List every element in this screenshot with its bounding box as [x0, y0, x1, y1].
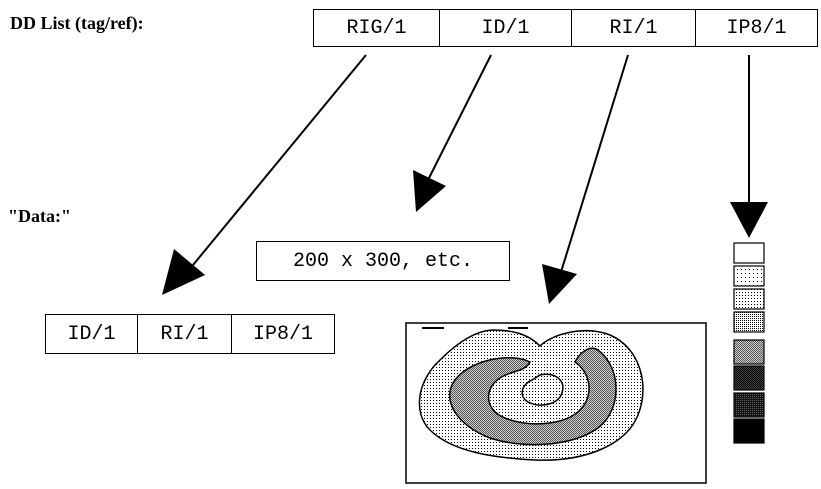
rig-entry-ip8: IP8/1 — [252, 322, 313, 346]
image-dimensions-text: 200 x 300, etc. — [292, 249, 474, 273]
dd-list-table: RIG/1 ID/1 RI/1 IP8/1 — [313, 9, 818, 47]
dd-entry-ri: RI/1 — [572, 10, 696, 46]
arrow-id — [413, 54, 492, 212]
raster-dark-ring — [449, 347, 617, 446]
data-heading: "Data:" — [8, 206, 71, 226]
palette-swatch — [733, 242, 765, 264]
palette — [733, 242, 765, 444]
image-dimensions-box: 200 x 300, etc. — [256, 241, 510, 281]
palette-swatch — [733, 288, 765, 310]
palette-swatch — [733, 392, 765, 418]
dd-entry-rig: RIG/1 — [314, 10, 440, 46]
raster-inner-region — [521, 373, 564, 406]
arrow-rig — [162, 54, 367, 295]
rig-entry-ri: RI/1 — [138, 315, 232, 353]
palette-swatch — [733, 365, 765, 391]
dd-list-heading: DD List (tag/ref): — [10, 13, 144, 33]
arrow-ip8 — [730, 55, 768, 238]
palette-swatch — [733, 418, 765, 444]
palette-swatch — [733, 311, 765, 333]
raster-image — [405, 322, 707, 484]
arrow-ri — [542, 54, 629, 304]
dd-entry-ip8: IP8/1 — [726, 16, 787, 40]
dd-entry-id: ID/1 — [440, 10, 572, 46]
palette-swatch — [733, 339, 765, 365]
rig-entry-id: ID/1 — [46, 315, 138, 353]
palette-swatch — [733, 265, 765, 287]
rig-contents-box: ID/1 RI/1 IP8/1 — [45, 314, 335, 354]
